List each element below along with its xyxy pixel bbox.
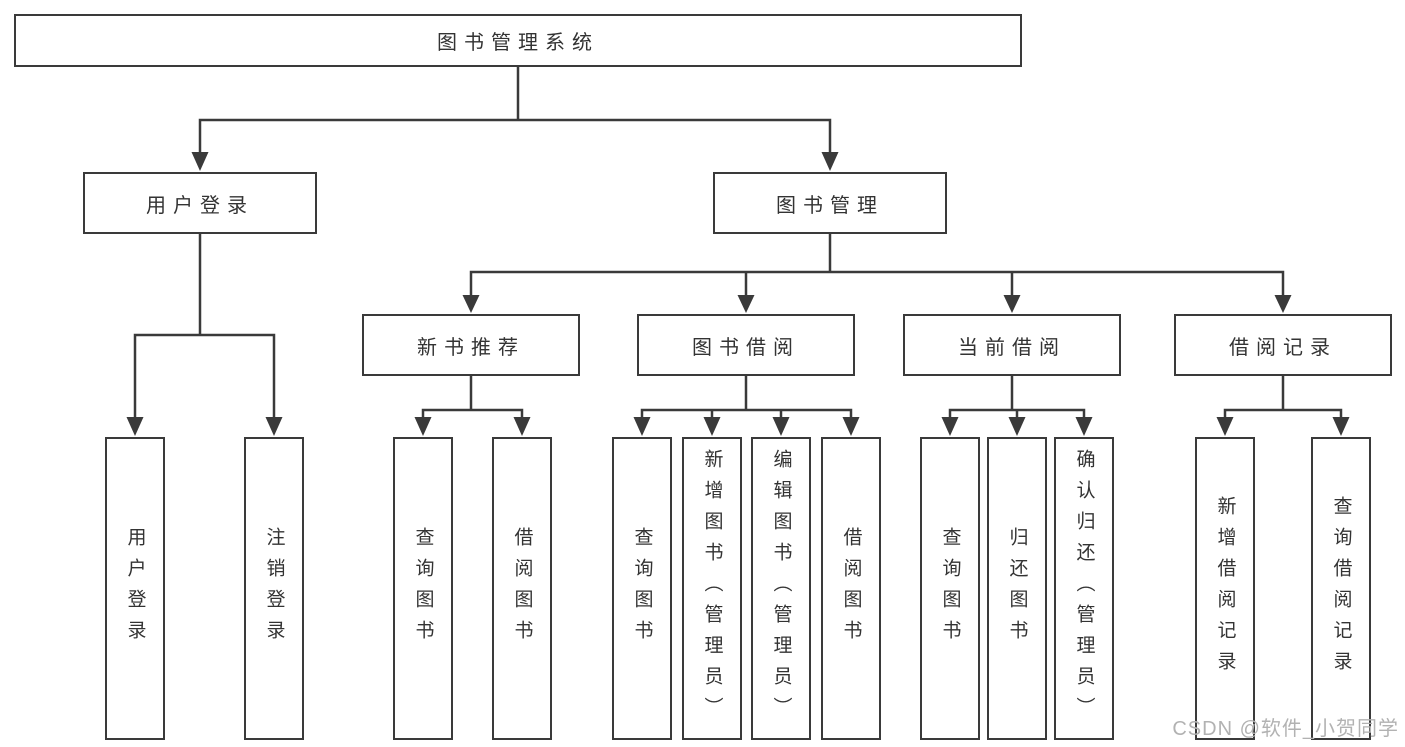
node-label: 新增图书（管理员） (701, 449, 723, 728)
node-label: 当前借阅 (958, 336, 1066, 359)
leaf-borrow-books-recommend: 借阅图书 (492, 437, 552, 740)
node-label: 确认归还（管理员） (1073, 449, 1095, 728)
node-book-borrowing: 图书借阅 (637, 314, 855, 376)
node-label: 查询借阅记录 (1330, 495, 1352, 682)
node-label: 查询图书 (631, 526, 653, 651)
leaf-query-books-borrowing: 查询图书 (612, 437, 672, 740)
leaf-query-books-recommend: 查询图书 (393, 437, 453, 740)
leaf-edit-books-admin: 编辑图书（管理员） (751, 437, 811, 740)
node-label: 用户登录 (146, 194, 254, 217)
node-label: 归还图书 (1006, 526, 1028, 651)
node-current-borrowing: 当前借阅 (903, 314, 1121, 376)
node-label: 图书管理系统 (437, 32, 599, 54)
watermark: CSDN @软件_小贺同学 (1172, 718, 1399, 740)
node-library-management-system: 图书管理系统 (14, 14, 1022, 67)
node-label: 用户登录 (124, 526, 146, 651)
node-label: 借阅记录 (1229, 336, 1337, 359)
node-borrowing-records: 借阅记录 (1174, 314, 1392, 376)
node-user-login: 用户登录 (83, 172, 317, 234)
node-label: 借阅图书 (511, 526, 533, 651)
node-book-management: 图书管理 (713, 172, 947, 234)
leaf-borrow-books-borrowing: 借阅图书 (821, 437, 881, 740)
node-label: 图书借阅 (692, 336, 800, 359)
node-label: 新增借阅记录 (1214, 495, 1236, 682)
leaf-logout: 注销登录 (244, 437, 304, 740)
leaf-add-books-admin: 新增图书（管理员） (682, 437, 742, 740)
leaf-query-borrow-record: 查询借阅记录 (1311, 437, 1371, 740)
node-label: 查询图书 (412, 526, 434, 651)
node-label: 借阅图书 (840, 526, 862, 651)
leaf-add-borrow-record: 新增借阅记录 (1195, 437, 1255, 740)
leaf-user-login: 用户登录 (105, 437, 165, 740)
node-label: 图书管理 (776, 194, 884, 217)
node-label: 注销登录 (263, 526, 285, 651)
node-label: 编辑图书（管理员） (770, 449, 792, 728)
node-label: 新书推荐 (417, 336, 525, 359)
node-new-book-recommendation: 新书推荐 (362, 314, 580, 376)
leaf-query-books-current: 查询图书 (920, 437, 980, 740)
leaf-confirm-return-admin: 确认归还（管理员） (1054, 437, 1114, 740)
leaf-return-books: 归还图书 (987, 437, 1047, 740)
node-label: 查询图书 (939, 526, 961, 651)
